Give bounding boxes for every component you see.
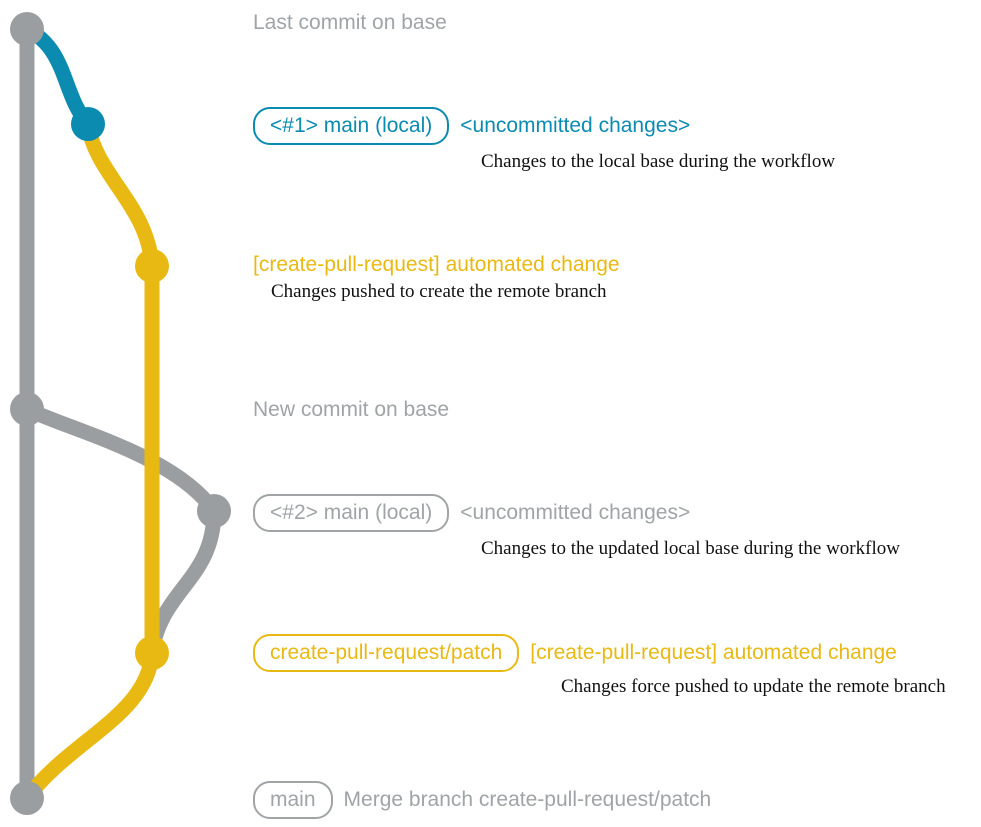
ref-pill-local-1[interactable]: <#1> main (local) xyxy=(253,107,450,145)
commit-subject-automated-2: [create-pull-request] automated change xyxy=(530,641,897,664)
commit-caption-automated-1: Changes pushed to create the remote bran… xyxy=(271,281,607,302)
ref-pill-create-pull-request-patch[interactable]: create-pull-request/patch xyxy=(253,634,520,672)
commit-node-automated-2[interactable] xyxy=(135,636,169,670)
commit-subject-local-1: <uncommitted changes> xyxy=(460,114,691,137)
ref-pill-local-2[interactable]: <#2> main (local) xyxy=(253,494,450,532)
annotation-patch-row: create-pull-request/patch [create-pull-r… xyxy=(253,634,897,672)
annotation-local-1: <#1> main (local) <uncommitted changes> … xyxy=(253,107,835,173)
annotation-merge: main Merge branch create-pull-request/pa… xyxy=(253,781,711,819)
commit-node-local-1[interactable] xyxy=(71,107,105,141)
commit-caption-local-1: Changes to the local base during the wor… xyxy=(481,151,836,172)
annotation-merge-row: main Merge branch create-pull-request/pa… xyxy=(253,781,711,819)
ref-pill-main[interactable]: main xyxy=(253,781,333,819)
commit-subject-last-commit: Last commit on base xyxy=(253,11,447,34)
commit-node-local-2[interactable] xyxy=(197,494,231,528)
commit-node-base-new[interactable] xyxy=(10,392,44,426)
annotation-local-2-row: <#2> main (local) <uncommitted changes> xyxy=(253,494,690,532)
annotation-new-commit: New commit on base xyxy=(253,398,449,422)
commit-caption-local-2: Changes to the updated local base during… xyxy=(481,538,900,559)
commit-subject-automated-1: [create-pull-request] automated change xyxy=(253,253,620,276)
commit-subject-new-commit: New commit on base xyxy=(253,398,450,421)
commit-subject-local-2: <uncommitted changes> xyxy=(460,501,691,524)
commit-node-automated-1[interactable] xyxy=(135,249,169,283)
annotation-local-1-row: <#1> main (local) <uncommitted changes> xyxy=(253,107,690,145)
edge-local1-to-automated1 xyxy=(80,116,160,274)
annotation-patch: create-pull-request/patch [create-pull-r… xyxy=(253,634,946,698)
annotation-local-2: <#2> main (local) <uncommitted changes> … xyxy=(253,494,900,560)
commit-node-base-last[interactable] xyxy=(10,12,44,46)
annotation-automated-1: [create-pull-request] automated change C… xyxy=(253,253,620,303)
edge-base-to-local2 xyxy=(19,401,222,519)
annotation-last-commit: Last commit on base xyxy=(253,11,447,35)
commit-subject-merge: Merge branch create-pull-request/patch xyxy=(343,788,712,811)
commit-caption-automated-2: Changes force pushed to update the remot… xyxy=(561,676,946,697)
commit-node-merge[interactable] xyxy=(10,781,44,815)
edge-patch-to-merge xyxy=(19,645,160,806)
